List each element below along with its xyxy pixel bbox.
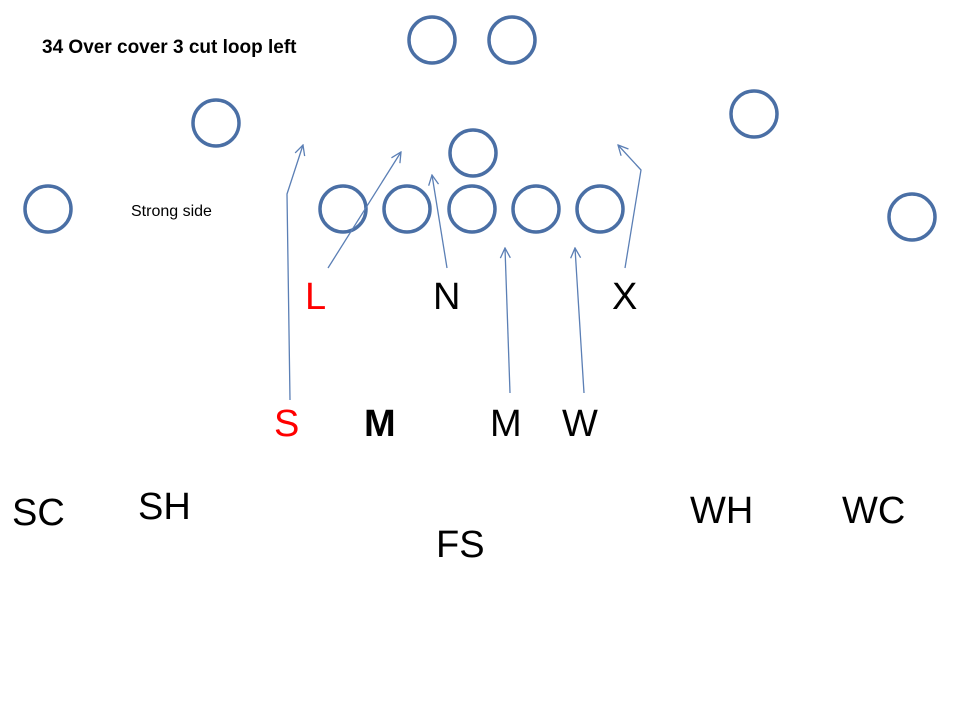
offense-player-circle — [729, 89, 779, 139]
defender-l: L — [305, 276, 327, 318]
offense-player-circle — [448, 128, 498, 178]
route-arrow-x — [618, 145, 642, 269]
defender-wc: WC — [842, 490, 906, 532]
defender-wh: WH — [690, 490, 754, 532]
strong-side-label: Strong side — [131, 203, 212, 220]
offense-player-circle — [447, 184, 497, 234]
offense-players — [23, 15, 937, 242]
offense-player-circle — [487, 15, 537, 65]
offense-player-circle — [407, 15, 457, 65]
route-arrow-w — [575, 248, 585, 394]
defender-fs: FS — [436, 524, 485, 566]
defender-w: W — [562, 403, 598, 445]
route-arrow-s — [286, 145, 303, 401]
offense-player-circle — [191, 98, 241, 148]
offense-player-circle — [887, 192, 937, 242]
defender-s: S — [274, 403, 300, 445]
route-arrow-n — [432, 175, 448, 269]
offense-player-circle — [382, 184, 432, 234]
defender-n: N — [433, 276, 461, 318]
defender-x: X — [612, 276, 638, 318]
offense-player-circle — [511, 184, 561, 234]
route-arrows — [286, 145, 642, 401]
defender-sc: SC — [12, 492, 65, 534]
route-arrow-l — [327, 152, 401, 269]
defender-sh: SH — [138, 486, 191, 528]
defender-m-strong: M — [364, 403, 396, 445]
offense-player-circle — [318, 184, 368, 234]
offense-player-circle — [575, 184, 625, 234]
defender-m: M — [490, 403, 522, 445]
play-title: 34 Over cover 3 cut loop left — [42, 37, 297, 58]
offense-player-circle — [23, 184, 73, 234]
route-arrow-m — [505, 248, 510, 394]
